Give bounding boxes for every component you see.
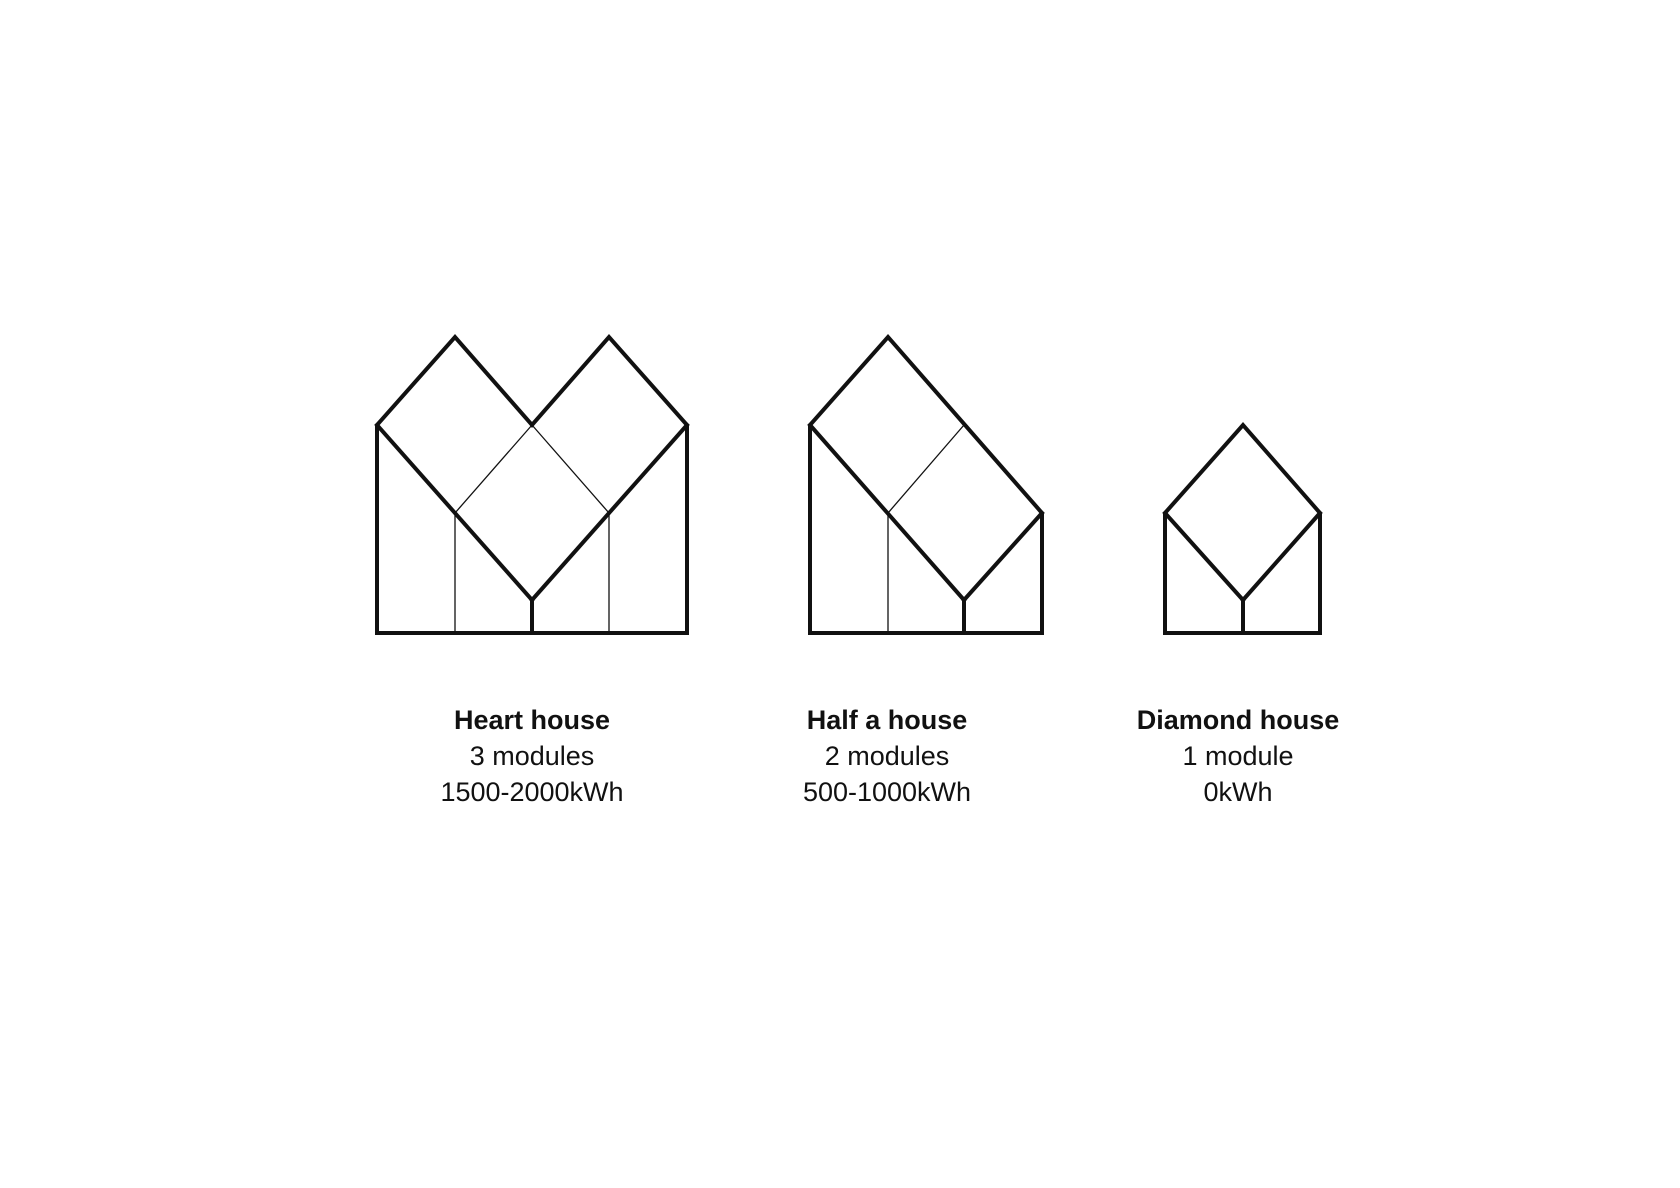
heart-house-caption: Heart house 3 modules 1500-2000kWh <box>372 702 692 810</box>
half-house-module-line <box>887 424 965 514</box>
diamond-house-left-diagonal <box>1162 510 1246 603</box>
heart-house-left-diagonal <box>374 422 535 603</box>
half-house-caption: Half a house 2 modules 500-1000kWh <box>727 702 1047 810</box>
heart-house-right-diagonal <box>529 422 690 603</box>
house-modules: 1 module <box>1182 741 1294 771</box>
house-name: Diamond house <box>1136 705 1340 735</box>
heart-house-module-line <box>531 424 610 514</box>
half-house-outline <box>808 333 1044 635</box>
heart-house-module-line <box>454 424 533 514</box>
heart-house-outline <box>375 333 689 635</box>
house-name: Half a house <box>806 705 968 735</box>
heart-house-drawing <box>374 333 690 635</box>
diamond-house-right-diagonal <box>1240 510 1323 603</box>
half-house-right-diagonal <box>961 510 1045 603</box>
house-energy: 0kWh <box>1203 777 1273 807</box>
house-name: Heart house <box>453 705 611 735</box>
house-energy: 500-1000kWh <box>802 777 972 807</box>
half-house-diagonal <box>807 422 967 603</box>
diamond-house-caption: Diamond house 1 module 0kWh <box>1078 702 1398 810</box>
half-house-drawing <box>807 333 1045 635</box>
diamond-house-drawing <box>1162 421 1323 635</box>
house-modules: 2 modules <box>824 741 950 771</box>
diamond-house-outline <box>1163 421 1322 635</box>
house-modules: 3 modules <box>469 741 595 771</box>
house-energy: 1500-2000kWh <box>440 777 624 807</box>
